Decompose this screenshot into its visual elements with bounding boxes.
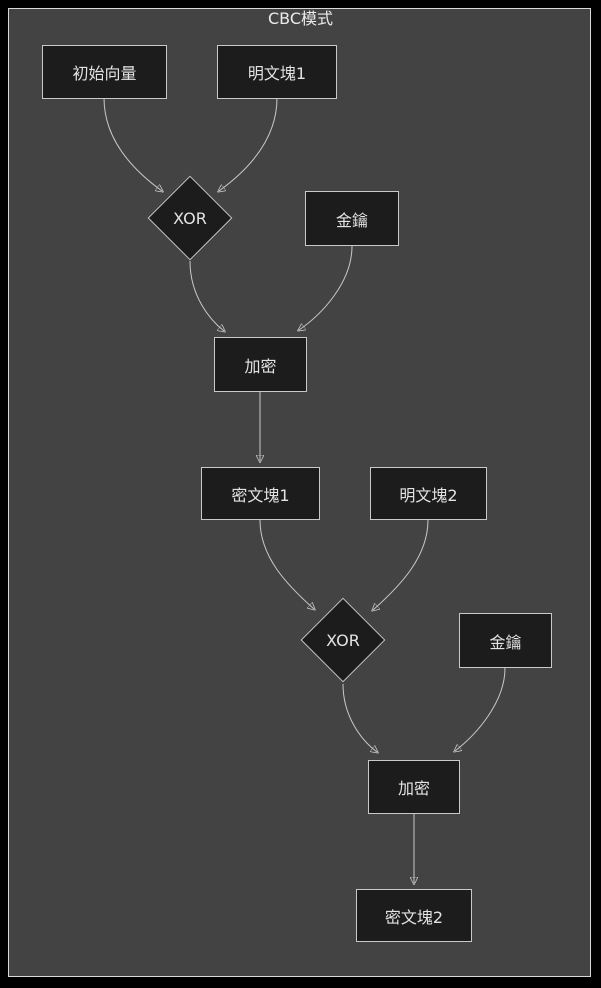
- node-xor-1: XOR: [147, 175, 233, 261]
- edge-pt1-to-xor1: [219, 97, 278, 191]
- diagram-title: CBC模式: [267, 9, 334, 28]
- edge-key1-to-enc1: [299, 245, 353, 330]
- edge-pt2-to-xor2: [373, 519, 429, 610]
- edge-xor1-to-enc1: [189, 260, 224, 331]
- edge-key2-to-enc2: [455, 667, 506, 751]
- node-key-1: 金鑰: [305, 191, 399, 246]
- node-key-2: 金鑰: [459, 613, 552, 668]
- node-ciphertext-block-1: 密文塊1: [201, 467, 320, 520]
- edge-iv-to-xor1: [103, 97, 162, 191]
- node-xor-2: XOR: [300, 597, 386, 683]
- node-plaintext-block-1: 明文塊1: [217, 45, 337, 99]
- node-plaintext-block-2: 明文塊2: [370, 467, 487, 520]
- node-encrypt-1: 加密: [214, 337, 307, 392]
- node-encrypt-2: 加密: [368, 760, 460, 814]
- xor-2-label: XOR: [326, 630, 360, 650]
- node-initial-vector: 初始向量: [42, 45, 167, 99]
- edge-xor2-to-enc2: [342, 683, 377, 752]
- xor-1-label: XOR: [173, 208, 207, 228]
- edge-ct1-to-xor2: [259, 519, 314, 609]
- node-ciphertext-block-2: 密文塊2: [356, 889, 472, 942]
